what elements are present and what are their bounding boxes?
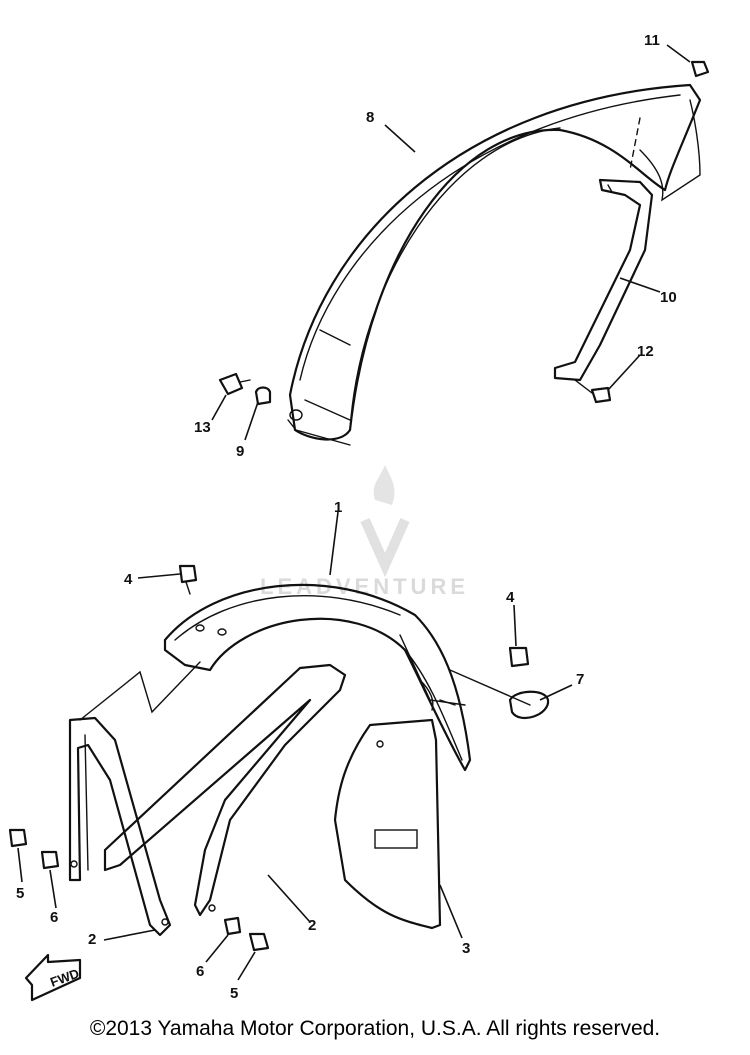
callout-4-right: 4: [506, 589, 515, 606]
callout-13: 13: [194, 419, 211, 436]
callout-10: 10: [660, 289, 677, 306]
callout-5-left: 5: [16, 885, 24, 902]
callout-4-left: 4: [124, 571, 133, 588]
bolt-12: [574, 379, 612, 404]
callout-9: 9: [236, 443, 244, 460]
watermark-v-icon: [360, 517, 410, 578]
callout-6-left: 6: [50, 909, 58, 926]
rear-fender-stay: [553, 178, 654, 382]
reflector-7: [508, 690, 550, 719]
callout-12: 12: [637, 343, 654, 360]
front-fender: [163, 583, 472, 772]
nut-5-right: [248, 932, 270, 952]
callout-5-right: 5: [230, 985, 238, 1002]
watermark-flame-icon: [373, 465, 395, 505]
callout-3: 3: [462, 940, 470, 957]
copyright-notice: ©2013 Yamaha Motor Corporation, U.S.A. A…: [89, 1017, 661, 1040]
front-fender-stay-left: [68, 716, 172, 937]
forward-arrow-icon: FWD: [24, 953, 81, 1002]
callout-11: 11: [644, 32, 660, 49]
rear-fender: [287, 83, 702, 446]
number-plate: [333, 718, 442, 930]
bolt-4-left: [178, 564, 198, 595]
callout-2-right: 2: [308, 917, 316, 934]
callout-8: 8: [366, 109, 374, 126]
nut-5-left: [8, 828, 28, 848]
bolt-11: [690, 60, 710, 78]
bolt-13: [218, 372, 251, 396]
watermark: LEADVENTURE: [260, 465, 469, 599]
callout-6-right: 6: [196, 963, 204, 980]
bolt-4-right: [508, 646, 530, 668]
callout-1: 1: [334, 499, 342, 516]
nut-9: [254, 386, 272, 406]
callout-2-left: 2: [88, 931, 96, 948]
front-fender-stay-right: [103, 663, 347, 917]
watermark-text: LEADVENTURE: [260, 574, 469, 599]
washer-6-right: [223, 916, 242, 936]
washer-6-left: [40, 850, 60, 870]
callout-7: 7: [576, 671, 584, 688]
parts-diagram: LEADVENTURE: [8, 32, 710, 1002]
leader-lines: [17, 44, 691, 981]
